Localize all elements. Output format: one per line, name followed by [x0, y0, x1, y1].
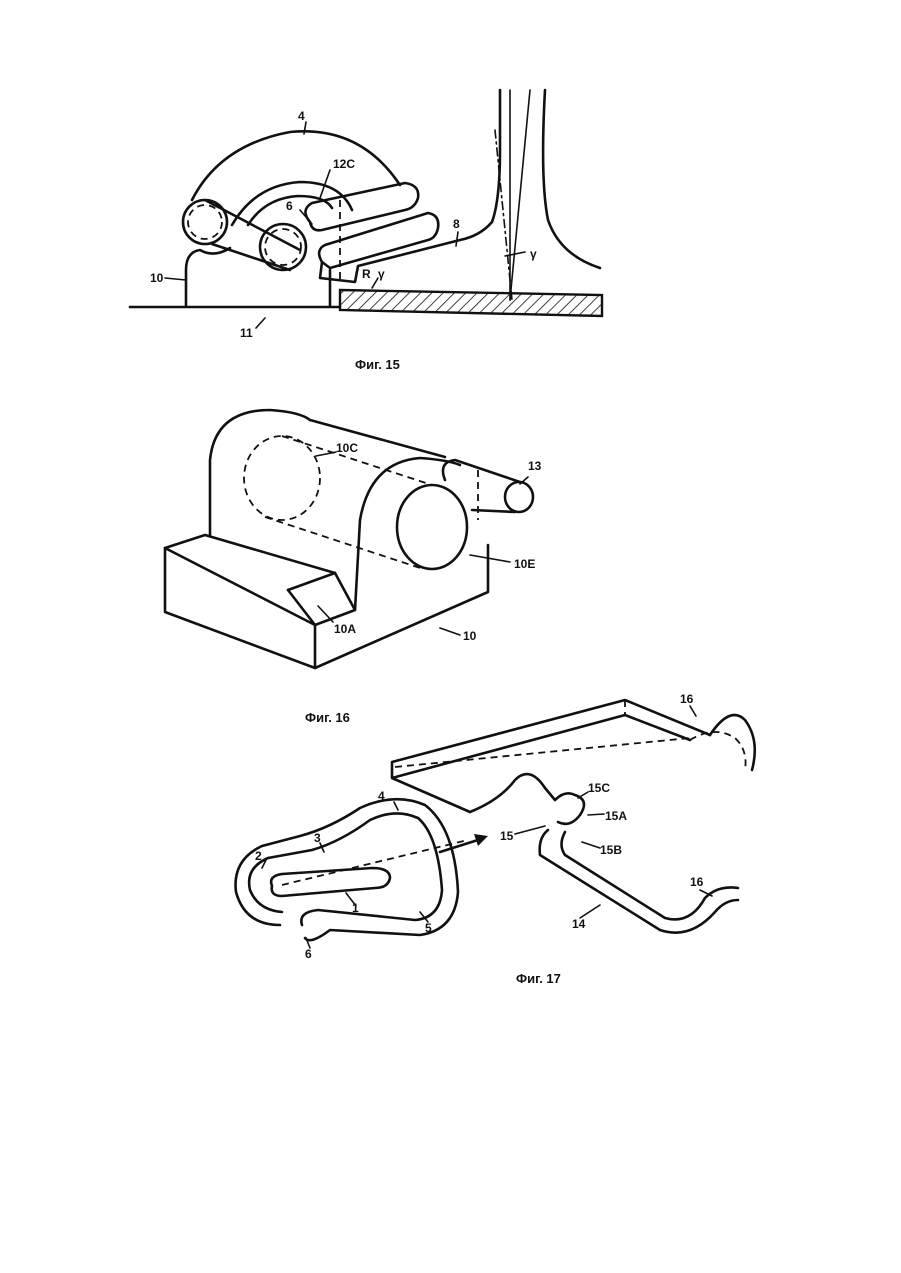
label-10: 10	[150, 271, 164, 285]
caption-fig-16: Фиг. 16	[305, 710, 350, 725]
wire-16-hidden	[690, 732, 746, 770]
bevel-line-2	[288, 590, 315, 625]
leader-11	[256, 318, 265, 328]
leader-10a	[318, 606, 333, 622]
caption-fig-15: Фиг. 15	[355, 357, 400, 372]
direction-arrow-head	[474, 834, 488, 846]
wire-16-top	[710, 715, 755, 770]
leader-15	[515, 826, 545, 834]
label-5: 5	[425, 921, 432, 935]
label-15b: 15B	[600, 843, 622, 857]
leader-16-top	[690, 706, 696, 716]
figure-16: 10C 13 10E 10A 10 Фиг. 16	[165, 410, 542, 725]
band-2	[212, 244, 290, 270]
label-6: 6	[305, 947, 312, 961]
left-rod-hidden	[188, 205, 222, 239]
plate-hidden-2	[395, 738, 690, 767]
label-gamma-2: γ	[530, 247, 537, 261]
block-outline	[165, 545, 488, 668]
leader-10e	[470, 555, 510, 562]
label-gamma-1: γ	[378, 267, 385, 281]
bevel-line	[288, 573, 335, 590]
label-16-bottom: 16	[690, 875, 704, 889]
figure-15: 4 12C 6 8 10 11 R γ γ Фиг. 15	[130, 90, 602, 372]
label-10a: 10A	[334, 622, 356, 636]
caption-fig-17: Фиг. 17	[516, 971, 561, 986]
label-6: 6	[286, 199, 293, 213]
leader-15c	[578, 792, 588, 798]
rod-13-end	[505, 482, 533, 512]
clip-inner	[271, 868, 390, 896]
label-3: 3	[314, 831, 321, 845]
hatched-strip	[340, 290, 602, 316]
block-10	[186, 248, 230, 306]
figure-17: 16 15C 15A 15 15B 4 3 2 1 5 6 14 16 Фиг.…	[236, 692, 755, 986]
element-8	[320, 90, 500, 282]
label-10e: 10E	[514, 557, 535, 571]
label-10c: 10C	[336, 441, 358, 455]
label-16-top: 16	[680, 692, 694, 706]
label-15a: 15A	[605, 809, 627, 823]
label-11: 11	[240, 326, 253, 340]
element-8-right	[543, 90, 600, 268]
leader-10	[165, 278, 186, 280]
plate-groove	[470, 774, 555, 812]
leader-10	[440, 628, 460, 635]
block-top-face	[165, 535, 355, 625]
label-15c: 15C	[588, 781, 610, 795]
label-13: 13	[528, 459, 542, 473]
label-2: 2	[255, 849, 262, 863]
leader-8	[456, 232, 458, 246]
label-r: R	[362, 267, 371, 281]
leader-10c	[316, 452, 336, 456]
label-4: 4	[298, 109, 305, 123]
needle-line-2	[510, 90, 530, 300]
leader-15b	[582, 842, 600, 848]
label-14: 14	[572, 917, 586, 931]
leader-15a	[588, 814, 604, 815]
left-ear	[210, 410, 310, 535]
label-4: 4	[378, 789, 385, 803]
label-12c: 12C	[333, 157, 355, 171]
left-rod	[183, 200, 227, 244]
left-hole-hidden	[244, 436, 320, 520]
right-hole	[397, 485, 467, 569]
wire-14	[540, 830, 738, 933]
label-1: 1	[352, 901, 359, 915]
leader-4	[394, 802, 398, 810]
wire-14-inner	[562, 832, 739, 919]
label-10: 10	[463, 629, 477, 643]
label-8: 8	[453, 217, 460, 231]
label-15: 15	[500, 829, 514, 843]
